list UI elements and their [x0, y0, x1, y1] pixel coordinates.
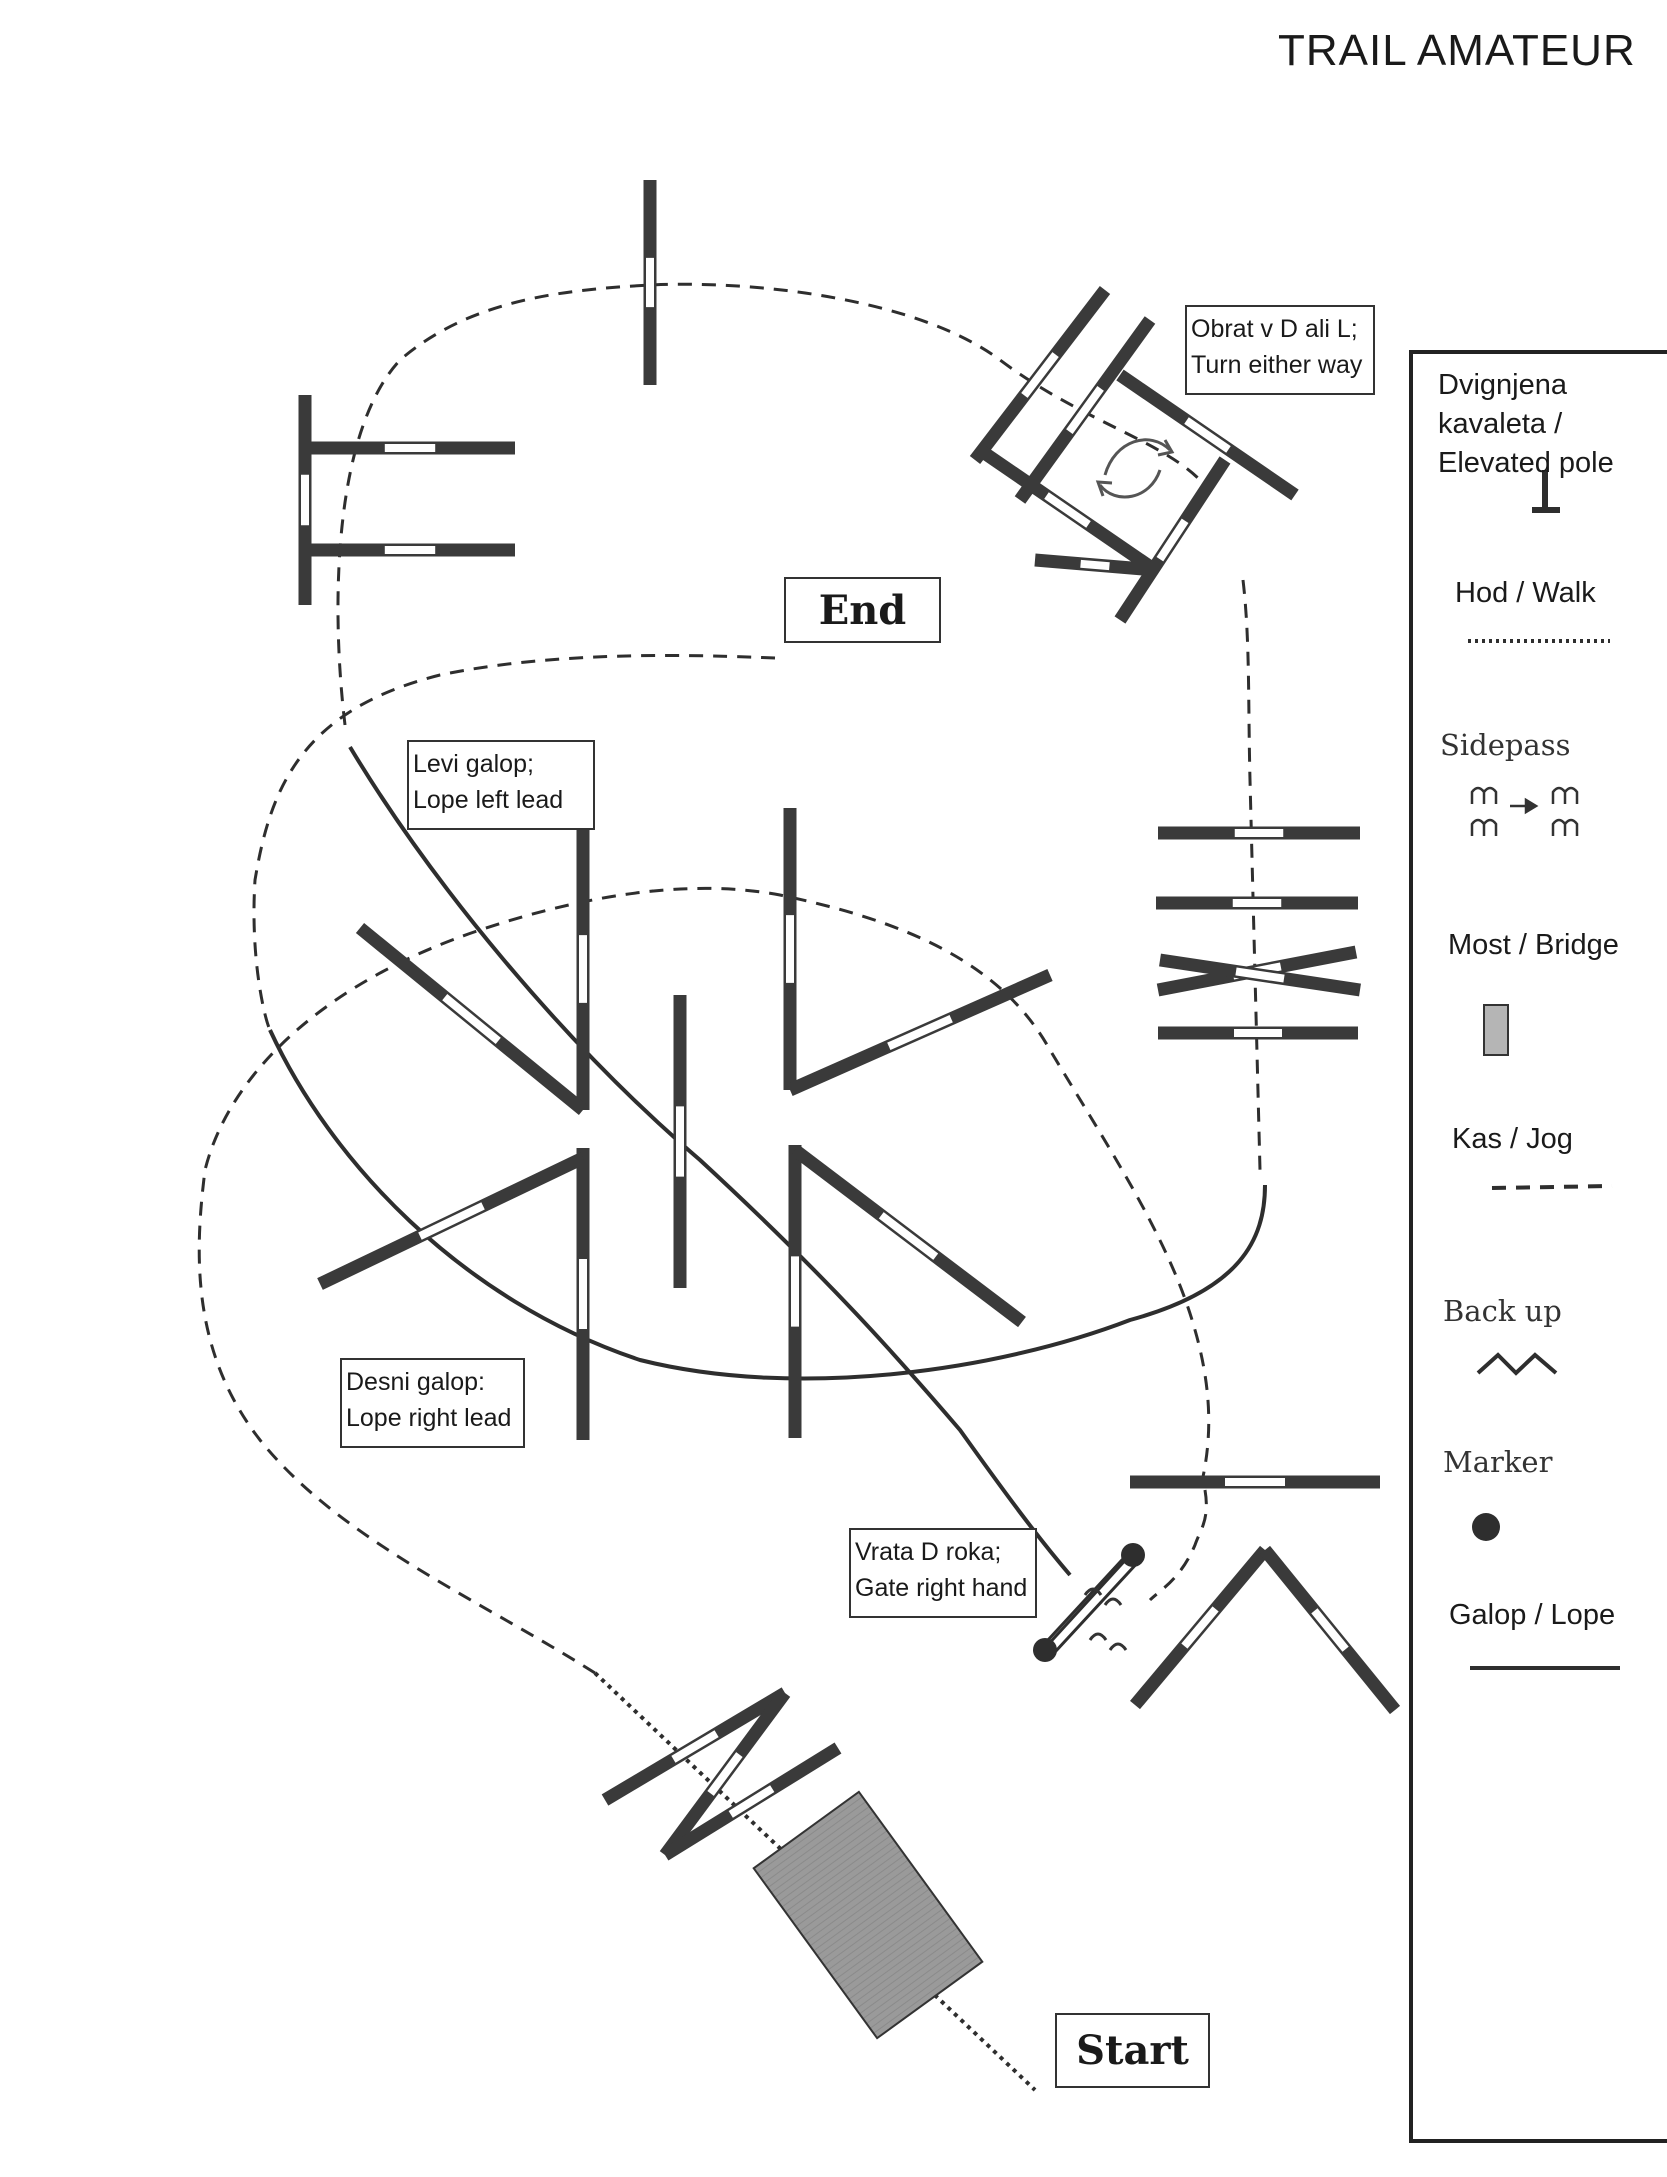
legend-jog-label: Kas / Jog: [1452, 1123, 1573, 1155]
legend-walk-label: Hod / Walk: [1455, 577, 1596, 609]
jog-path-to-gate: [1148, 1489, 1208, 1602]
legend-symbols: [1468, 470, 1620, 1670]
bridge-icon: [1483, 1004, 1509, 1056]
legend-bridge-label: Most / Bridge: [1448, 929, 1619, 961]
bridge-rect: [752, 1790, 984, 2040]
legend-elevated-line: Elevated pole: [1438, 447, 1614, 479]
lope-paths: [268, 745, 1267, 1577]
hoofprint-icon: [1083, 1587, 1128, 1651]
left-lead-label: Levi galop; Lope left lead: [407, 740, 595, 830]
start-label: Start: [1055, 2013, 1210, 2088]
jog-line-icon: [1491, 1184, 1613, 1190]
pole-stripe: [1235, 967, 1285, 983]
turn-arrows-icon: [1095, 438, 1175, 499]
legend-lope-label: Galop / Lope: [1449, 1599, 1616, 1631]
jog-path-vertical: [1241, 579, 1262, 1171]
pole-stripe: [887, 1015, 953, 1050]
backup-icon: [1476, 1352, 1558, 1376]
jog-path-outer-loop: [197, 886, 1211, 1675]
pole-stripe: [1044, 492, 1091, 528]
legend-elevated-line: kavaleta /: [1438, 408, 1563, 440]
pole-stripe: [442, 994, 501, 1044]
pole-stripe: [728, 1785, 775, 1818]
legend-panel: Dvignjena kavaleta / Elevated pole Hod /…: [1409, 350, 1667, 2143]
turn-label-line: Obrat v D ali L;: [1191, 315, 1358, 343]
page-title: TRAIL AMATEUR: [1278, 26, 1636, 75]
pole-stripe: [1080, 559, 1110, 571]
gate-marker: [1121, 1543, 1145, 1567]
right-lead-label-line: Lope right lead: [346, 1404, 512, 1432]
pole-stripe: [1184, 417, 1231, 453]
lope-path-right-lead: [268, 1029, 1267, 1381]
gate-marker: [1033, 1638, 1057, 1662]
walk-path: [593, 1671, 1037, 2092]
gate-label-line: Vrata D roka;: [855, 1538, 1002, 1566]
pole-group: [298, 180, 1401, 1861]
legend-sidepass-label: Sidepass: [1440, 728, 1571, 762]
marker-icon: [1472, 1513, 1500, 1541]
pole-stripe: [418, 1202, 485, 1240]
turn-label-line: Turn either way: [1191, 351, 1363, 379]
pole-stripe: [1181, 1606, 1219, 1649]
pole-stripe: [1156, 518, 1189, 562]
end-label: End: [784, 577, 941, 643]
elevated-pole-icon: [1532, 470, 1560, 513]
legend-elevated-line: Dvignjena: [1438, 369, 1567, 401]
pole-stripe: [1066, 386, 1104, 434]
jog-paths: [197, 282, 1262, 1675]
left-lead-label-line: Lope left lead: [413, 786, 564, 814]
legend-marker-label: Marker: [1443, 1445, 1553, 1479]
gate: [1033, 1543, 1145, 1662]
right-lead-label-line: Desni galop:: [346, 1368, 485, 1396]
legend-backup-label: Back up: [1443, 1294, 1562, 1328]
gate-label: Vrata D roka; Gate right hand: [849, 1528, 1037, 1618]
pole-stripe: [1311, 1608, 1349, 1652]
pole-stripe: [1021, 352, 1059, 398]
pole-stripe: [707, 1752, 743, 1796]
jog-path-top-loop: [336, 282, 1202, 726]
jog-path-middle-loop: [252, 653, 776, 1031]
left-lead-label-line: Levi galop;: [413, 750, 534, 778]
pole-stripe: [671, 1730, 719, 1763]
lope-path-left-lead: [348, 745, 1072, 1577]
gate-label-line: Gate right hand: [855, 1574, 1028, 1602]
legend-elevated-label: Dvignjena kavaleta / Elevated pole: [1438, 366, 1614, 483]
right-lead-label: Desni galop: Lope right lead: [340, 1358, 525, 1448]
sidepass-icon: [1470, 786, 1579, 836]
turn-label: Obrat v D ali L; Turn either way: [1185, 305, 1375, 395]
pole-stripe: [878, 1212, 939, 1260]
